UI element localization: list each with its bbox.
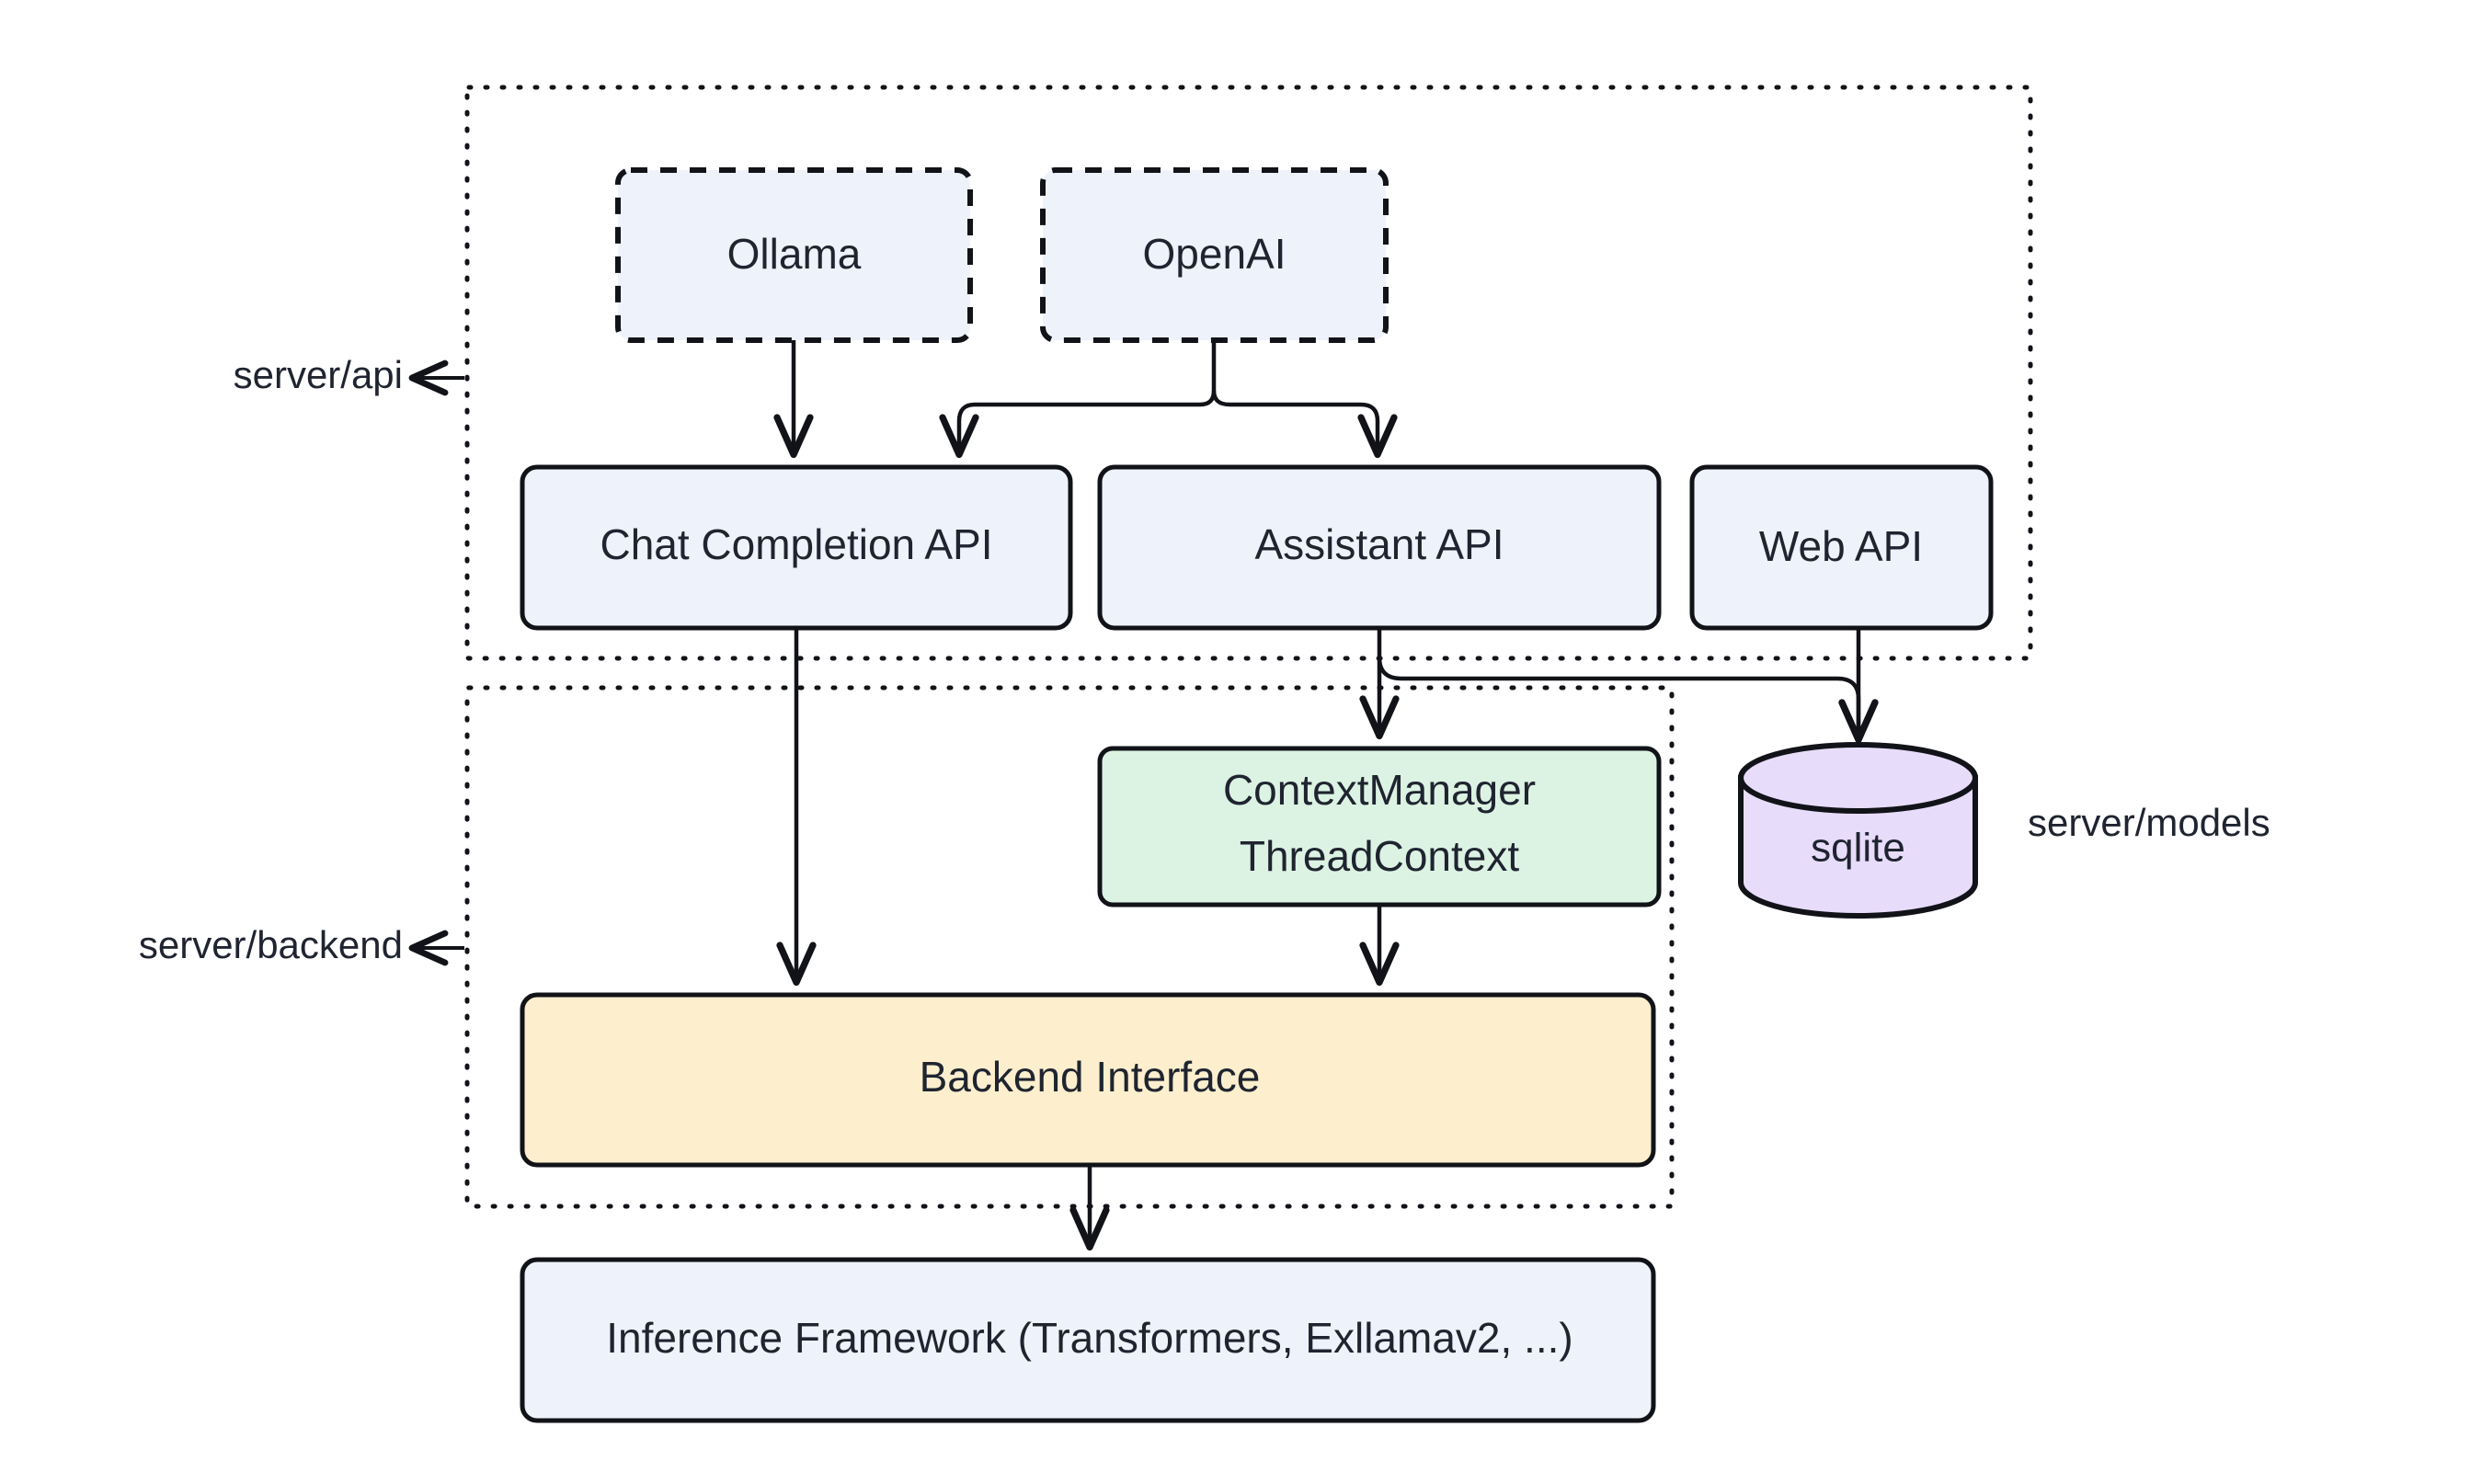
node-sqlite[interactable]: sqlite <box>1738 742 1978 919</box>
edge-openai-to-assistant-api <box>1211 390 1398 459</box>
node-chat-completion-api[interactable]: Chat Completion API <box>520 464 1073 631</box>
sqlite-label: sqlite <box>1811 826 1905 871</box>
node-assistant-api[interactable]: Assistant API <box>1097 464 1662 631</box>
edge-assistant-api-to-sqlite <box>1377 656 1879 744</box>
openai-box <box>1040 167 1389 343</box>
context-manager-line-2: ThreadContext <box>1240 832 1519 880</box>
ollama-box <box>615 167 973 343</box>
group-label-server-api: server/api <box>234 353 403 396</box>
openai-label: OpenAI <box>1143 230 1286 278</box>
edge-openai-to-chat-api <box>939 390 1217 459</box>
assistant-api-box <box>1097 464 1662 631</box>
node-openai[interactable]: OpenAI <box>1040 167 1389 343</box>
node-web-api[interactable]: Web API <box>1689 464 1994 631</box>
backend-interface-label: Backend Interface <box>920 1053 1261 1101</box>
assistant-api-label: Assistant API <box>1254 520 1504 568</box>
ollama-label: Ollama <box>727 230 862 278</box>
web-api-box <box>1689 464 1994 631</box>
group-label-server-backend: server/backend <box>139 923 403 966</box>
backend-interface-box <box>520 992 1656 1168</box>
context-manager-line-1: ContextManager <box>1223 766 1536 814</box>
node-backend-interface[interactable]: Backend Interface <box>520 992 1656 1168</box>
group-label-server-models: server/models <box>2028 801 2270 844</box>
web-api-label: Web API <box>1759 522 1923 570</box>
inference-framework-box <box>520 1257 1656 1423</box>
inference-framework-label: Inference Framework (Transformers, Exlla… <box>606 1314 1572 1362</box>
sqlite-cylinder-body <box>1738 775 1978 919</box>
group-server-backend <box>464 685 1675 1209</box>
chat-completion-api-box <box>520 464 1073 631</box>
group-server-api <box>464 85 2033 661</box>
node-ollama[interactable]: Ollama <box>615 167 973 343</box>
sqlite-cylinder-top <box>1738 742 1978 814</box>
node-context-manager[interactable]: ContextManager ThreadContext <box>1097 746 1662 908</box>
context-manager-box <box>1097 746 1662 908</box>
node-inference-framework[interactable]: Inference Framework (Transformers, Exlla… <box>520 1257 1656 1423</box>
chat-completion-api-label: Chat Completion API <box>600 520 992 568</box>
